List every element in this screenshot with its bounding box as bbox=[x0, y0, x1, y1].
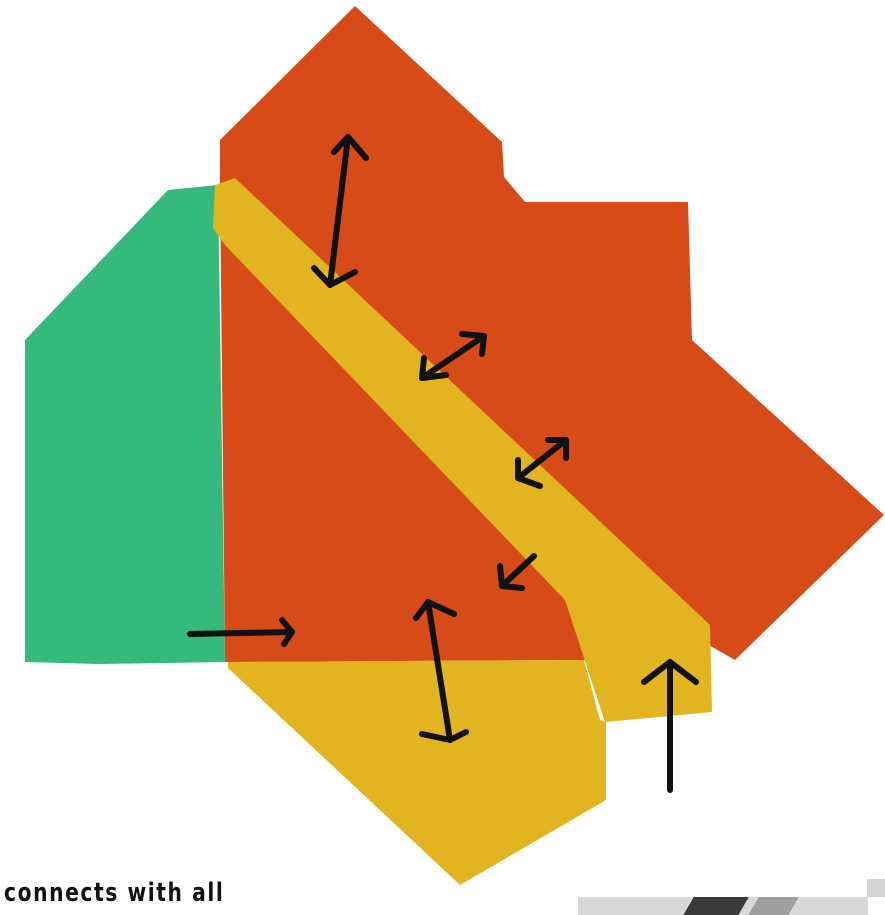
thumbnail-image bbox=[578, 897, 868, 915]
yellow-lower-zone bbox=[228, 660, 606, 885]
corner-square bbox=[867, 879, 885, 897]
green-zone bbox=[25, 185, 225, 664]
caption-text: connects with all bbox=[4, 878, 224, 908]
